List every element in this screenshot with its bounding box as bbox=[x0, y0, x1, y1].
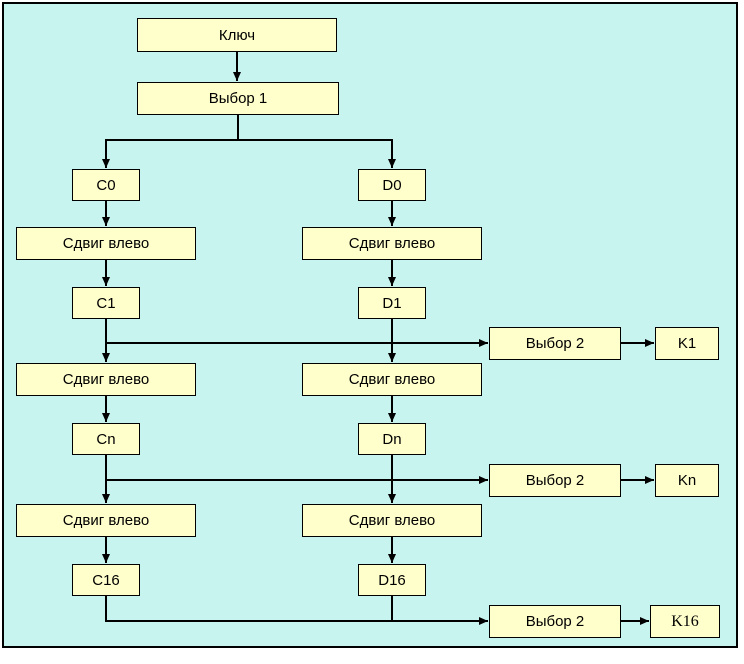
node-dn: Dn bbox=[358, 423, 426, 455]
node-k1: K1 bbox=[655, 327, 719, 360]
node-vybor1: Выбор 1 bbox=[137, 82, 339, 115]
node-k16: K16 bbox=[650, 605, 720, 638]
node-c16: C16 bbox=[72, 564, 140, 596]
node-d16: D16 bbox=[358, 564, 426, 596]
node-d0: D0 bbox=[358, 169, 426, 201]
node-shift-d-3: Сдвиг влево bbox=[302, 504, 482, 537]
node-vybor2-2: Выбор 2 bbox=[489, 464, 621, 497]
node-c0: C0 bbox=[72, 169, 140, 201]
node-vybor2-1: Выбор 2 bbox=[489, 327, 621, 360]
node-shift-c-3: Сдвиг влево bbox=[16, 504, 196, 537]
node-kn: Kn bbox=[655, 464, 719, 497]
node-kluch: Ключ bbox=[137, 18, 337, 52]
node-vybor2-3: Выбор 2 bbox=[489, 605, 621, 638]
node-d1: D1 bbox=[358, 287, 426, 319]
node-c1: C1 bbox=[72, 287, 140, 319]
node-shift-c-2: Сдвиг влево bbox=[16, 363, 196, 396]
node-shift-c-1: Сдвиг влево bbox=[16, 227, 196, 260]
node-shift-d-2: Сдвиг влево bbox=[302, 363, 482, 396]
diagram-background bbox=[2, 2, 738, 648]
node-shift-d-1: Сдвиг влево bbox=[302, 227, 482, 260]
node-cn: Cn bbox=[72, 423, 140, 455]
